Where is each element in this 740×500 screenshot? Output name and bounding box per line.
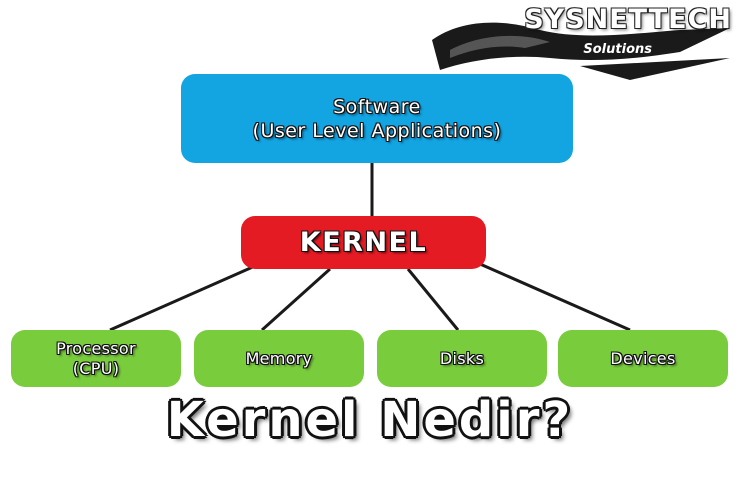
processor-label: Processor (CPU) [56, 339, 136, 379]
devices-label: Devices [610, 348, 676, 368]
connector-kernel-cpu [109, 264, 256, 332]
software-box: Software (User Level Applications) [181, 74, 573, 163]
software-label: Software (User Level Applications) [253, 95, 502, 143]
software-label-line1: Software [333, 95, 421, 118]
disks-box: Disks [377, 330, 547, 387]
logo-swoosh-icon [432, 22, 730, 80]
processor-box: Processor (CPU) [11, 330, 181, 387]
devices-box: Devices [558, 330, 728, 387]
connector-kernel-devices [479, 262, 631, 332]
logo-subtitle: Solutions [583, 42, 652, 57]
software-label-line2: (User Level Applications) [252, 119, 502, 142]
memory-box: Memory [194, 330, 364, 387]
disks-label: Disks [439, 348, 485, 368]
memory-label: Memory [245, 348, 313, 368]
kernel-label: KERNEL [299, 227, 428, 258]
logo-name: SYSNETTECH [524, 4, 732, 35]
kernel-box: KERNEL [241, 216, 486, 269]
processor-label-line1: Processor [56, 338, 136, 358]
page-heading: Kernel Nedir? [166, 392, 574, 448]
processor-label-line2: (CPU) [72, 358, 120, 378]
connector-kernel-disks [406, 268, 460, 331]
brand-logo: SYSNETTECH Solutions [430, 0, 740, 90]
connector-kernel-memory [260, 267, 332, 332]
